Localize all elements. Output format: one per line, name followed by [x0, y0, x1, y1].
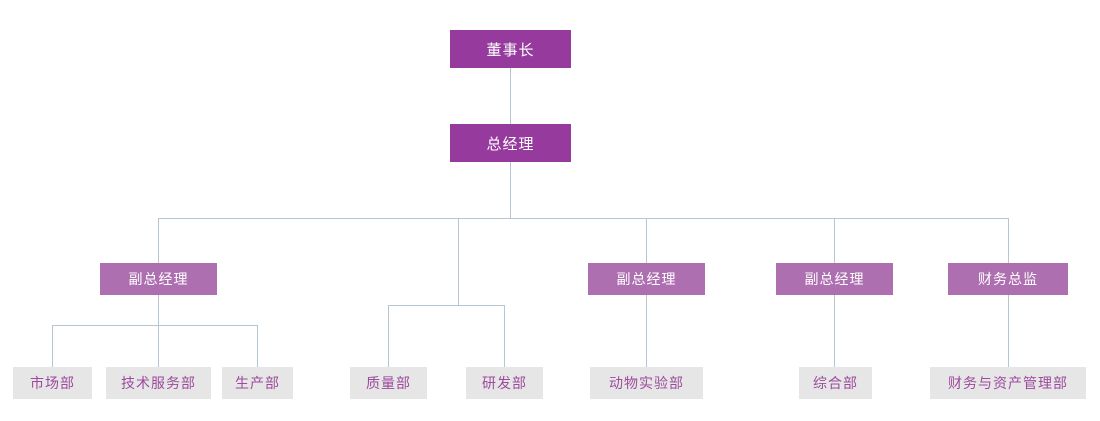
node-chairman[interactable]: 董事长: [450, 30, 571, 68]
node-dept-general-affairs[interactable]: 综合部: [799, 367, 872, 399]
connector-vp1-subbus: [52, 325, 258, 326]
connector-gm-to-bus: [510, 161, 511, 218]
connector-bus-drop-vp2: [646, 218, 647, 263]
connector-bus-drop-vp1: [158, 218, 159, 263]
node-dept-rnd[interactable]: 研发部: [466, 367, 543, 399]
connector-chairman-to-gm: [510, 68, 511, 125]
connector-subbus-to-quality: [388, 305, 389, 367]
connector-cfo-to-finance-asset: [1008, 295, 1009, 367]
node-dept-tech-service[interactable]: 技术服务部: [106, 367, 211, 399]
connector-vp1-to-subbus: [158, 295, 159, 325]
connector-bus-drop-quality-branch: [458, 218, 459, 305]
node-vp-3[interactable]: 副总经理: [776, 263, 893, 295]
connector-subbus-to-rnd: [504, 305, 505, 367]
connector-bus-drop-cfo: [1008, 218, 1009, 263]
node-dept-finance-asset[interactable]: 财务与资产管理部: [930, 367, 1086, 399]
connector-quality-subbus: [388, 305, 505, 306]
connector-main-bus: [158, 218, 1009, 219]
node-dept-animal-lab[interactable]: 动物实验部: [590, 367, 703, 399]
node-dept-production[interactable]: 生产部: [222, 367, 293, 399]
node-vp-1[interactable]: 副总经理: [100, 263, 217, 295]
connector-bus-drop-vp3: [834, 218, 835, 263]
node-dept-quality[interactable]: 质量部: [350, 367, 427, 399]
node-general-manager[interactable]: 总经理: [450, 124, 571, 162]
node-cfo[interactable]: 财务总监: [948, 263, 1068, 295]
connector-subbus-to-tech-service: [158, 325, 159, 367]
connector-subbus-to-marketing: [52, 325, 53, 367]
node-vp-2[interactable]: 副总经理: [588, 263, 705, 295]
connector-vp2-to-animal-lab: [646, 295, 647, 367]
node-dept-marketing[interactable]: 市场部: [13, 367, 92, 399]
connector-subbus-to-production: [257, 325, 258, 367]
connector-vp3-to-general-affairs: [834, 295, 835, 367]
